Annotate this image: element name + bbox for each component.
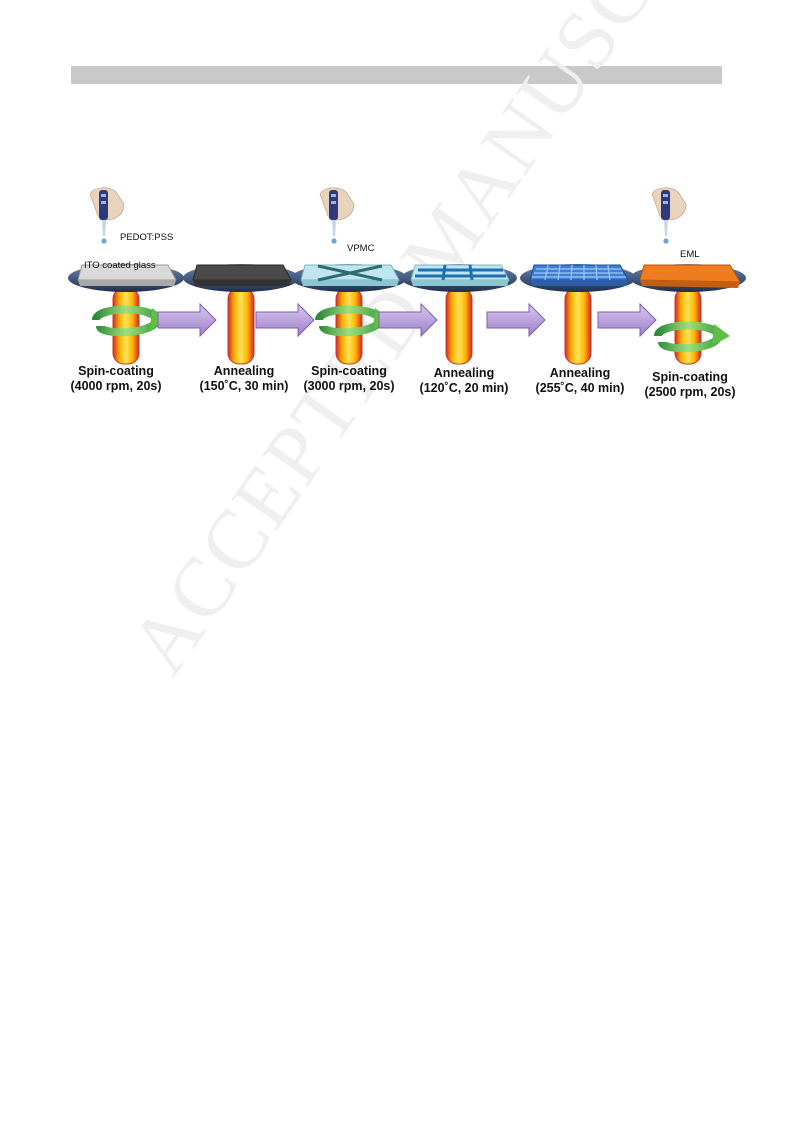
step-condition: (3000 rpm, 20s) <box>303 379 395 393</box>
step-5-annealing-unit <box>520 264 636 365</box>
step-3-label: Spin-coating (3000 rpm, 20s) <box>289 364 409 394</box>
step-condition: (2500 rpm, 20s) <box>644 385 736 399</box>
step-6-label: Spin-coating (2500 rpm, 20s) <box>630 370 750 400</box>
header-bar <box>71 66 722 84</box>
process-arrow-icon <box>597 302 657 338</box>
step-condition: (150˚C, 30 min) <box>199 379 289 393</box>
step-title: Spin-coating <box>652 370 728 384</box>
step-2-label: Annealing (150˚C, 30 min) <box>184 364 304 394</box>
step-1-label: Spin-coating (4000 rpm, 20s) <box>56 364 176 394</box>
step-2-annealing-unit <box>183 264 299 365</box>
step-1-spin-coating-unit <box>68 187 184 365</box>
pipette-icon <box>89 187 125 245</box>
step-title: Annealing <box>433 366 495 380</box>
vpmc-label: VPMC <box>347 243 375 254</box>
eml-label: EML <box>680 249 700 260</box>
step-title: Spin-coating <box>311 364 387 378</box>
step-condition: (4000 rpm, 20s) <box>70 379 162 393</box>
step-4-label: Annealing (120˚C, 20 min) <box>404 366 524 396</box>
pedot-label: PEDOT:PSS <box>120 232 174 243</box>
step-4-annealing-unit <box>401 264 517 365</box>
process-arrow-icon <box>486 302 546 338</box>
step-title: Annealing <box>549 366 611 380</box>
process-illustration <box>68 187 746 365</box>
step-condition: (120˚C, 20 min) <box>419 381 509 395</box>
step-5-label: Annealing (255˚C, 40 min) <box>520 366 640 396</box>
pipette-icon <box>651 187 687 245</box>
step-title: Spin-coating <box>78 364 154 378</box>
process-arrow-icon <box>255 302 315 338</box>
step-6-spin-coating-unit <box>630 187 746 365</box>
step-3-spin-coating-unit <box>291 187 407 365</box>
step-condition: (255˚C, 40 min) <box>535 381 625 395</box>
step-title: Annealing <box>213 364 275 378</box>
fabrication-process-diagram: PEDOT:PSS ITO coated glass VPMC EML Spin… <box>60 180 750 410</box>
rotation-arrow-icon <box>654 321 730 353</box>
process-arrow-icon <box>157 302 217 338</box>
substrate-label: ITO coated glass <box>84 260 156 271</box>
pipette-icon <box>319 187 355 245</box>
process-arrow-icon <box>378 302 438 338</box>
